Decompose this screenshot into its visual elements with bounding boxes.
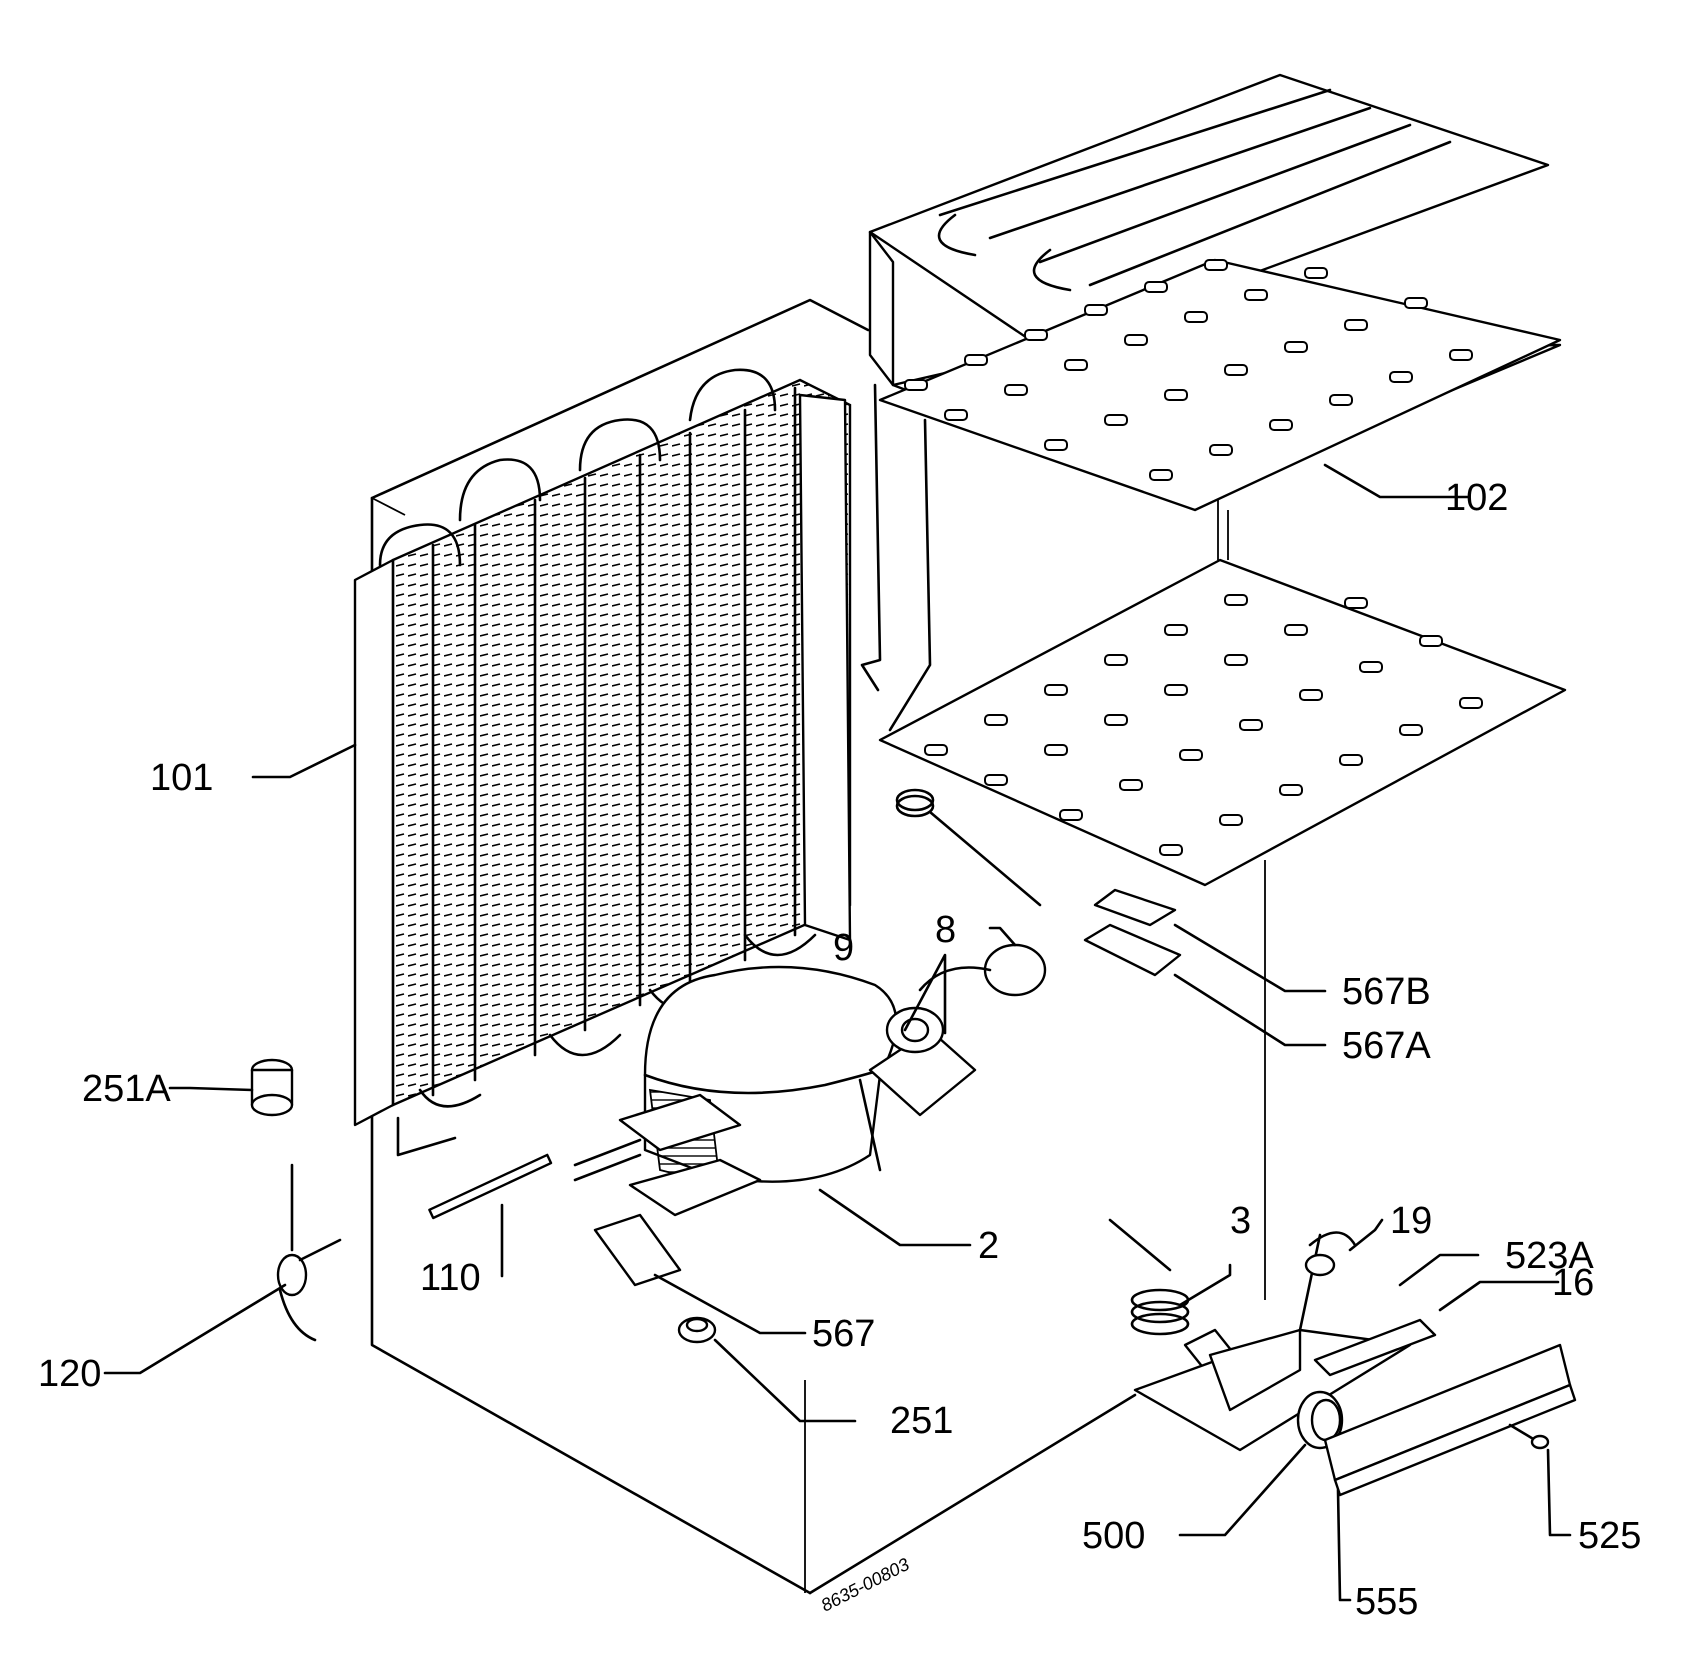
part-labels: 101 102 110 120 2 3 8 9 16 19 251 251A 5… bbox=[38, 477, 1641, 1623]
label-110: 110 bbox=[420, 1257, 481, 1299]
overload-protector-8 bbox=[918, 943, 1047, 997]
label-523a: 523A bbox=[1505, 1235, 1594, 1277]
bracket-567b bbox=[1093, 888, 1177, 927]
label-8: 8 bbox=[935, 909, 956, 951]
drawing-code: 8635-00803 bbox=[818, 1554, 913, 1615]
leader-lines bbox=[103, 463, 1572, 1602]
label-567: 567 bbox=[812, 1313, 875, 1355]
starter-relay-9 bbox=[868, 1006, 977, 1117]
label-3: 3 bbox=[1230, 1200, 1251, 1242]
lamp-19 bbox=[1304, 1231, 1357, 1277]
label-101: 101 bbox=[150, 757, 213, 799]
label-2: 2 bbox=[978, 1225, 999, 1267]
drier-120 bbox=[276, 1163, 342, 1342]
evaporator-102 bbox=[860, 73, 1567, 907]
capillary-coil bbox=[895, 788, 1042, 907]
label-251a: 251A bbox=[82, 1068, 171, 1110]
label-19: 19 bbox=[1390, 1200, 1432, 1242]
label-500: 500 bbox=[1082, 1515, 1145, 1557]
grommet-251 bbox=[677, 1316, 717, 1344]
thermostat-3 bbox=[1108, 1218, 1237, 1372]
bracket-567a bbox=[1083, 923, 1182, 977]
label-120: 120 bbox=[38, 1353, 101, 1395]
shelf-slots-lower bbox=[924, 594, 1483, 856]
label-102: 102 bbox=[1445, 477, 1508, 519]
label-567b: 567B bbox=[1342, 971, 1431, 1013]
condenser-101 bbox=[353, 368, 852, 1157]
compressor-2 bbox=[573, 965, 898, 1217]
control-housing-523a bbox=[1133, 1233, 1437, 1452]
tube-110 bbox=[428, 1153, 553, 1220]
label-525: 525 bbox=[1578, 1515, 1641, 1557]
cap-251a bbox=[250, 1058, 294, 1117]
label-251: 251 bbox=[890, 1400, 953, 1442]
label-16: 16 bbox=[1552, 1262, 1594, 1304]
shelf-slots-upper bbox=[904, 259, 1473, 481]
label-555: 555 bbox=[1355, 1581, 1418, 1623]
screw-525 bbox=[1508, 1423, 1550, 1450]
label-567a: 567A bbox=[1342, 1025, 1431, 1067]
knob-500 bbox=[1296, 1390, 1344, 1450]
bracket-567 bbox=[593, 1213, 682, 1287]
label-9: 9 bbox=[833, 927, 854, 969]
panel-555 bbox=[1323, 1343, 1577, 1497]
